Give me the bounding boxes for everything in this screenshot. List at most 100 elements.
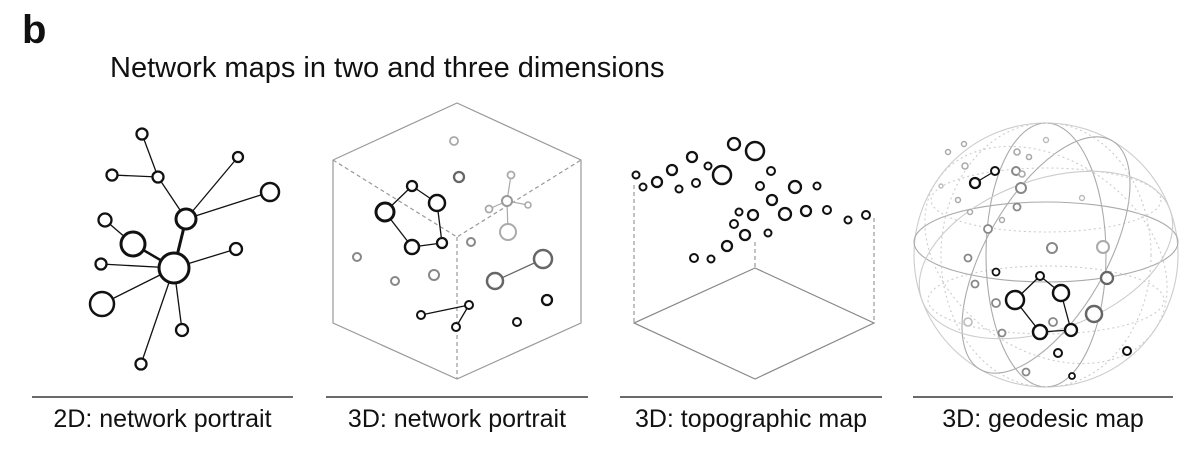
topo-node (746, 208, 760, 222)
geodesic-node (998, 216, 1006, 224)
panel-3d-geodesic-map (913, 122, 1179, 388)
network-node (464, 300, 474, 310)
geodesic-node (1046, 242, 1058, 254)
topo-node (861, 210, 871, 220)
network-node (94, 257, 108, 271)
geodesic-node (963, 253, 973, 263)
network-node (451, 322, 461, 332)
geodesic-node (1015, 182, 1027, 194)
network-node (231, 150, 245, 164)
topo-node (755, 181, 765, 191)
topo-node (799, 204, 813, 218)
network-node (134, 357, 148, 371)
topo-node (650, 175, 664, 189)
topo-node (766, 166, 776, 176)
network-node (352, 252, 362, 262)
network-node (524, 201, 532, 209)
geodesic-node (1012, 202, 1022, 212)
geodesic-node (1078, 194, 1086, 202)
geodesic-node (991, 298, 1001, 308)
geodesic-node (960, 140, 968, 148)
geodesic-node (1051, 283, 1071, 303)
geodesic-node (983, 224, 993, 234)
topo-node (711, 164, 733, 186)
geodesic-node (1063, 322, 1079, 338)
topo-node (763, 228, 773, 238)
topo-node (689, 253, 699, 263)
network-node (97, 212, 113, 228)
geodesic-node (963, 317, 973, 327)
topo-node (720, 239, 734, 253)
network-node (405, 179, 419, 193)
panel-2d-network-portrait (88, 127, 281, 371)
topo-node (822, 205, 832, 215)
network-node (174, 207, 198, 231)
network-node (485, 271, 505, 291)
network-node (416, 310, 426, 320)
panel-3d-topographic-map (631, 136, 876, 380)
topo-node (777, 206, 793, 222)
topo-node (787, 179, 803, 195)
geodesic-node (1031, 323, 1049, 341)
geodesic-node (1099, 270, 1115, 286)
network-node (105, 168, 119, 182)
network-node (532, 248, 554, 270)
geodesic-node (968, 176, 982, 190)
geodesic-node (1068, 372, 1076, 380)
network-node (466, 237, 476, 247)
geodesic-node (1035, 271, 1045, 281)
network-node (174, 322, 190, 338)
topo-node (843, 215, 853, 225)
topo-node (674, 184, 684, 194)
geodesic-node (944, 148, 952, 156)
network-node (374, 201, 396, 223)
geodesic-node (997, 328, 1007, 338)
panel-2-caption: 3D: network portrait (347, 405, 567, 433)
geodesic-sphere-frame (913, 122, 1179, 388)
network-node (157, 251, 191, 285)
geodesic-node (966, 208, 974, 216)
topo-node (729, 219, 739, 229)
figure-title: Network maps in two and three dimensions (110, 52, 665, 84)
panel-letter: b (22, 8, 47, 52)
network-node (228, 241, 244, 257)
topographic-box-frame (632, 185, 876, 380)
panel-3d-network-portrait (332, 102, 582, 380)
geodesic-node (961, 162, 969, 170)
network-node (390, 276, 400, 286)
geodesic-node (1021, 367, 1031, 377)
topo-node (691, 178, 701, 188)
network-node (452, 170, 466, 184)
topo-node (631, 170, 641, 180)
network-node (88, 290, 116, 318)
network-node (259, 181, 281, 203)
topo-node (738, 228, 752, 242)
geodesic-node (954, 196, 962, 204)
geodesic-node (1122, 346, 1132, 356)
topo-node (734, 207, 744, 217)
network-node (506, 170, 516, 180)
network-node (403, 238, 421, 256)
network-node (427, 193, 447, 213)
network-node (499, 223, 517, 241)
geodesic-node (1004, 289, 1026, 311)
topo-node (812, 181, 822, 191)
geodesic-node (970, 279, 980, 289)
network-node (119, 230, 147, 258)
geodesic-node (1053, 348, 1063, 358)
geodesic-node (1025, 153, 1033, 161)
network-node (435, 236, 449, 250)
topo-node (685, 150, 699, 164)
geodesic-node (1013, 148, 1021, 156)
topo-node (765, 193, 779, 207)
geodesic-node (1096, 240, 1110, 254)
geodesic-node (1042, 136, 1050, 144)
network-node (512, 317, 522, 327)
topo-node (706, 254, 716, 264)
geodesic-node (1048, 317, 1058, 327)
panel-1-caption: 2D: network portrait (53, 405, 272, 433)
topo-node (703, 161, 713, 171)
network-node (428, 269, 440, 281)
topo-node (726, 136, 742, 152)
